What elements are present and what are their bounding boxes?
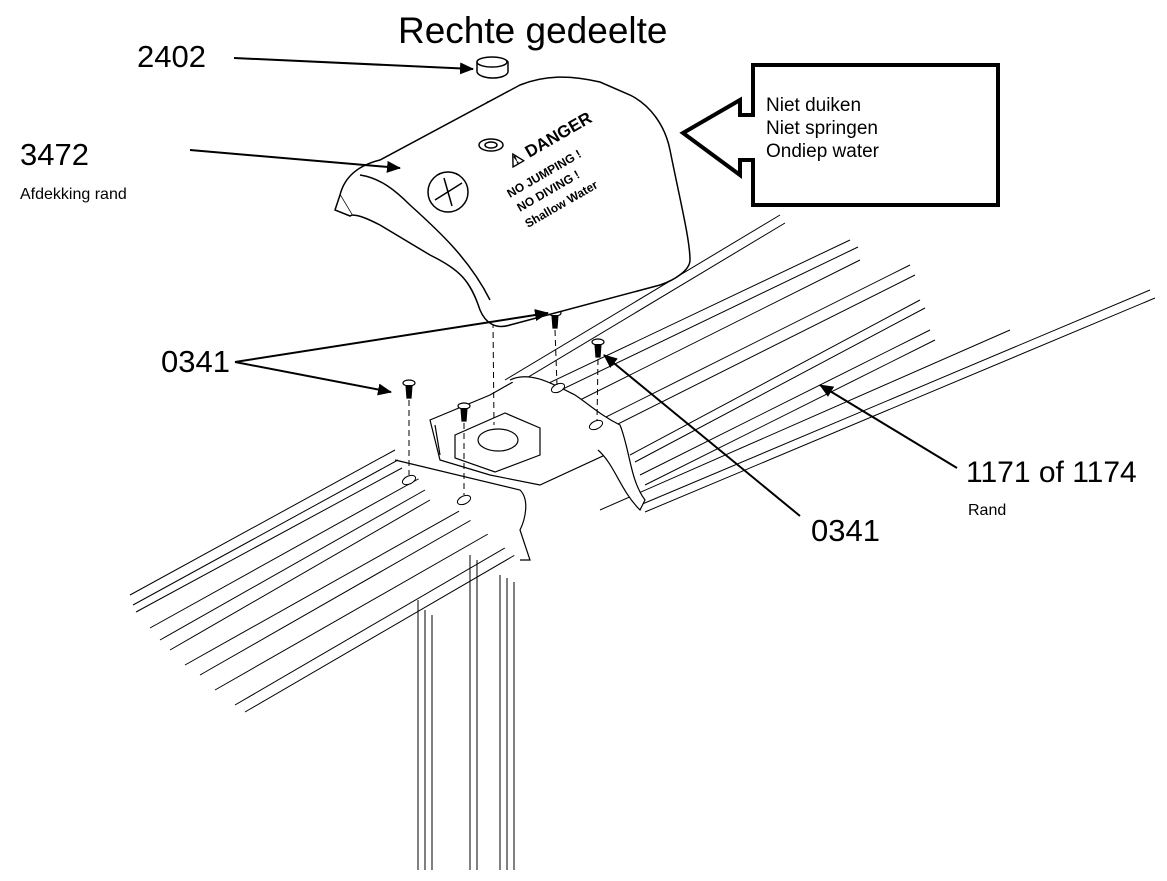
warning-line-3: Ondiep water	[766, 141, 880, 162]
cover-piece	[334, 76, 691, 328]
arrow-0341-a	[234, 309, 549, 363]
screw-1-icon	[402, 379, 416, 399]
arrow-2402	[233, 57, 474, 75]
arrow-0341-c	[603, 354, 801, 517]
part-name-3472: Afdekking rand	[20, 186, 127, 203]
warning-text: Niet duiken Niet springen Ondiep water	[766, 94, 879, 163]
screw-slots	[401, 382, 604, 506]
arrow-3472	[189, 149, 401, 173]
part-label-0341-right: 0341	[811, 513, 880, 548]
part-label-0341-left: 0341	[161, 344, 230, 379]
warning-callout	[679, 63, 1000, 207]
rail-profile	[129, 214, 1156, 713]
diagram-title: Rechte gedeelte	[398, 10, 668, 51]
warning-line-1: Niet duiken	[766, 95, 862, 116]
warning-line-2: Niet springen	[766, 118, 878, 139]
arrow-1171	[819, 384, 958, 469]
vertical-post	[417, 555, 515, 870]
part-label-2402: 2402	[137, 39, 206, 74]
screw-2-icon	[457, 402, 471, 422]
arrow-0341-b	[234, 361, 392, 396]
part-label-3472: 3472	[20, 137, 89, 172]
leader-arrows	[189, 57, 958, 517]
part-name-1171: Rand	[968, 502, 1007, 519]
joint-connector	[394, 376, 646, 561]
cap-icon	[476, 56, 509, 79]
part-label-1171: 1171 of 1174	[966, 456, 1137, 489]
screw-4-icon	[591, 338, 605, 358]
